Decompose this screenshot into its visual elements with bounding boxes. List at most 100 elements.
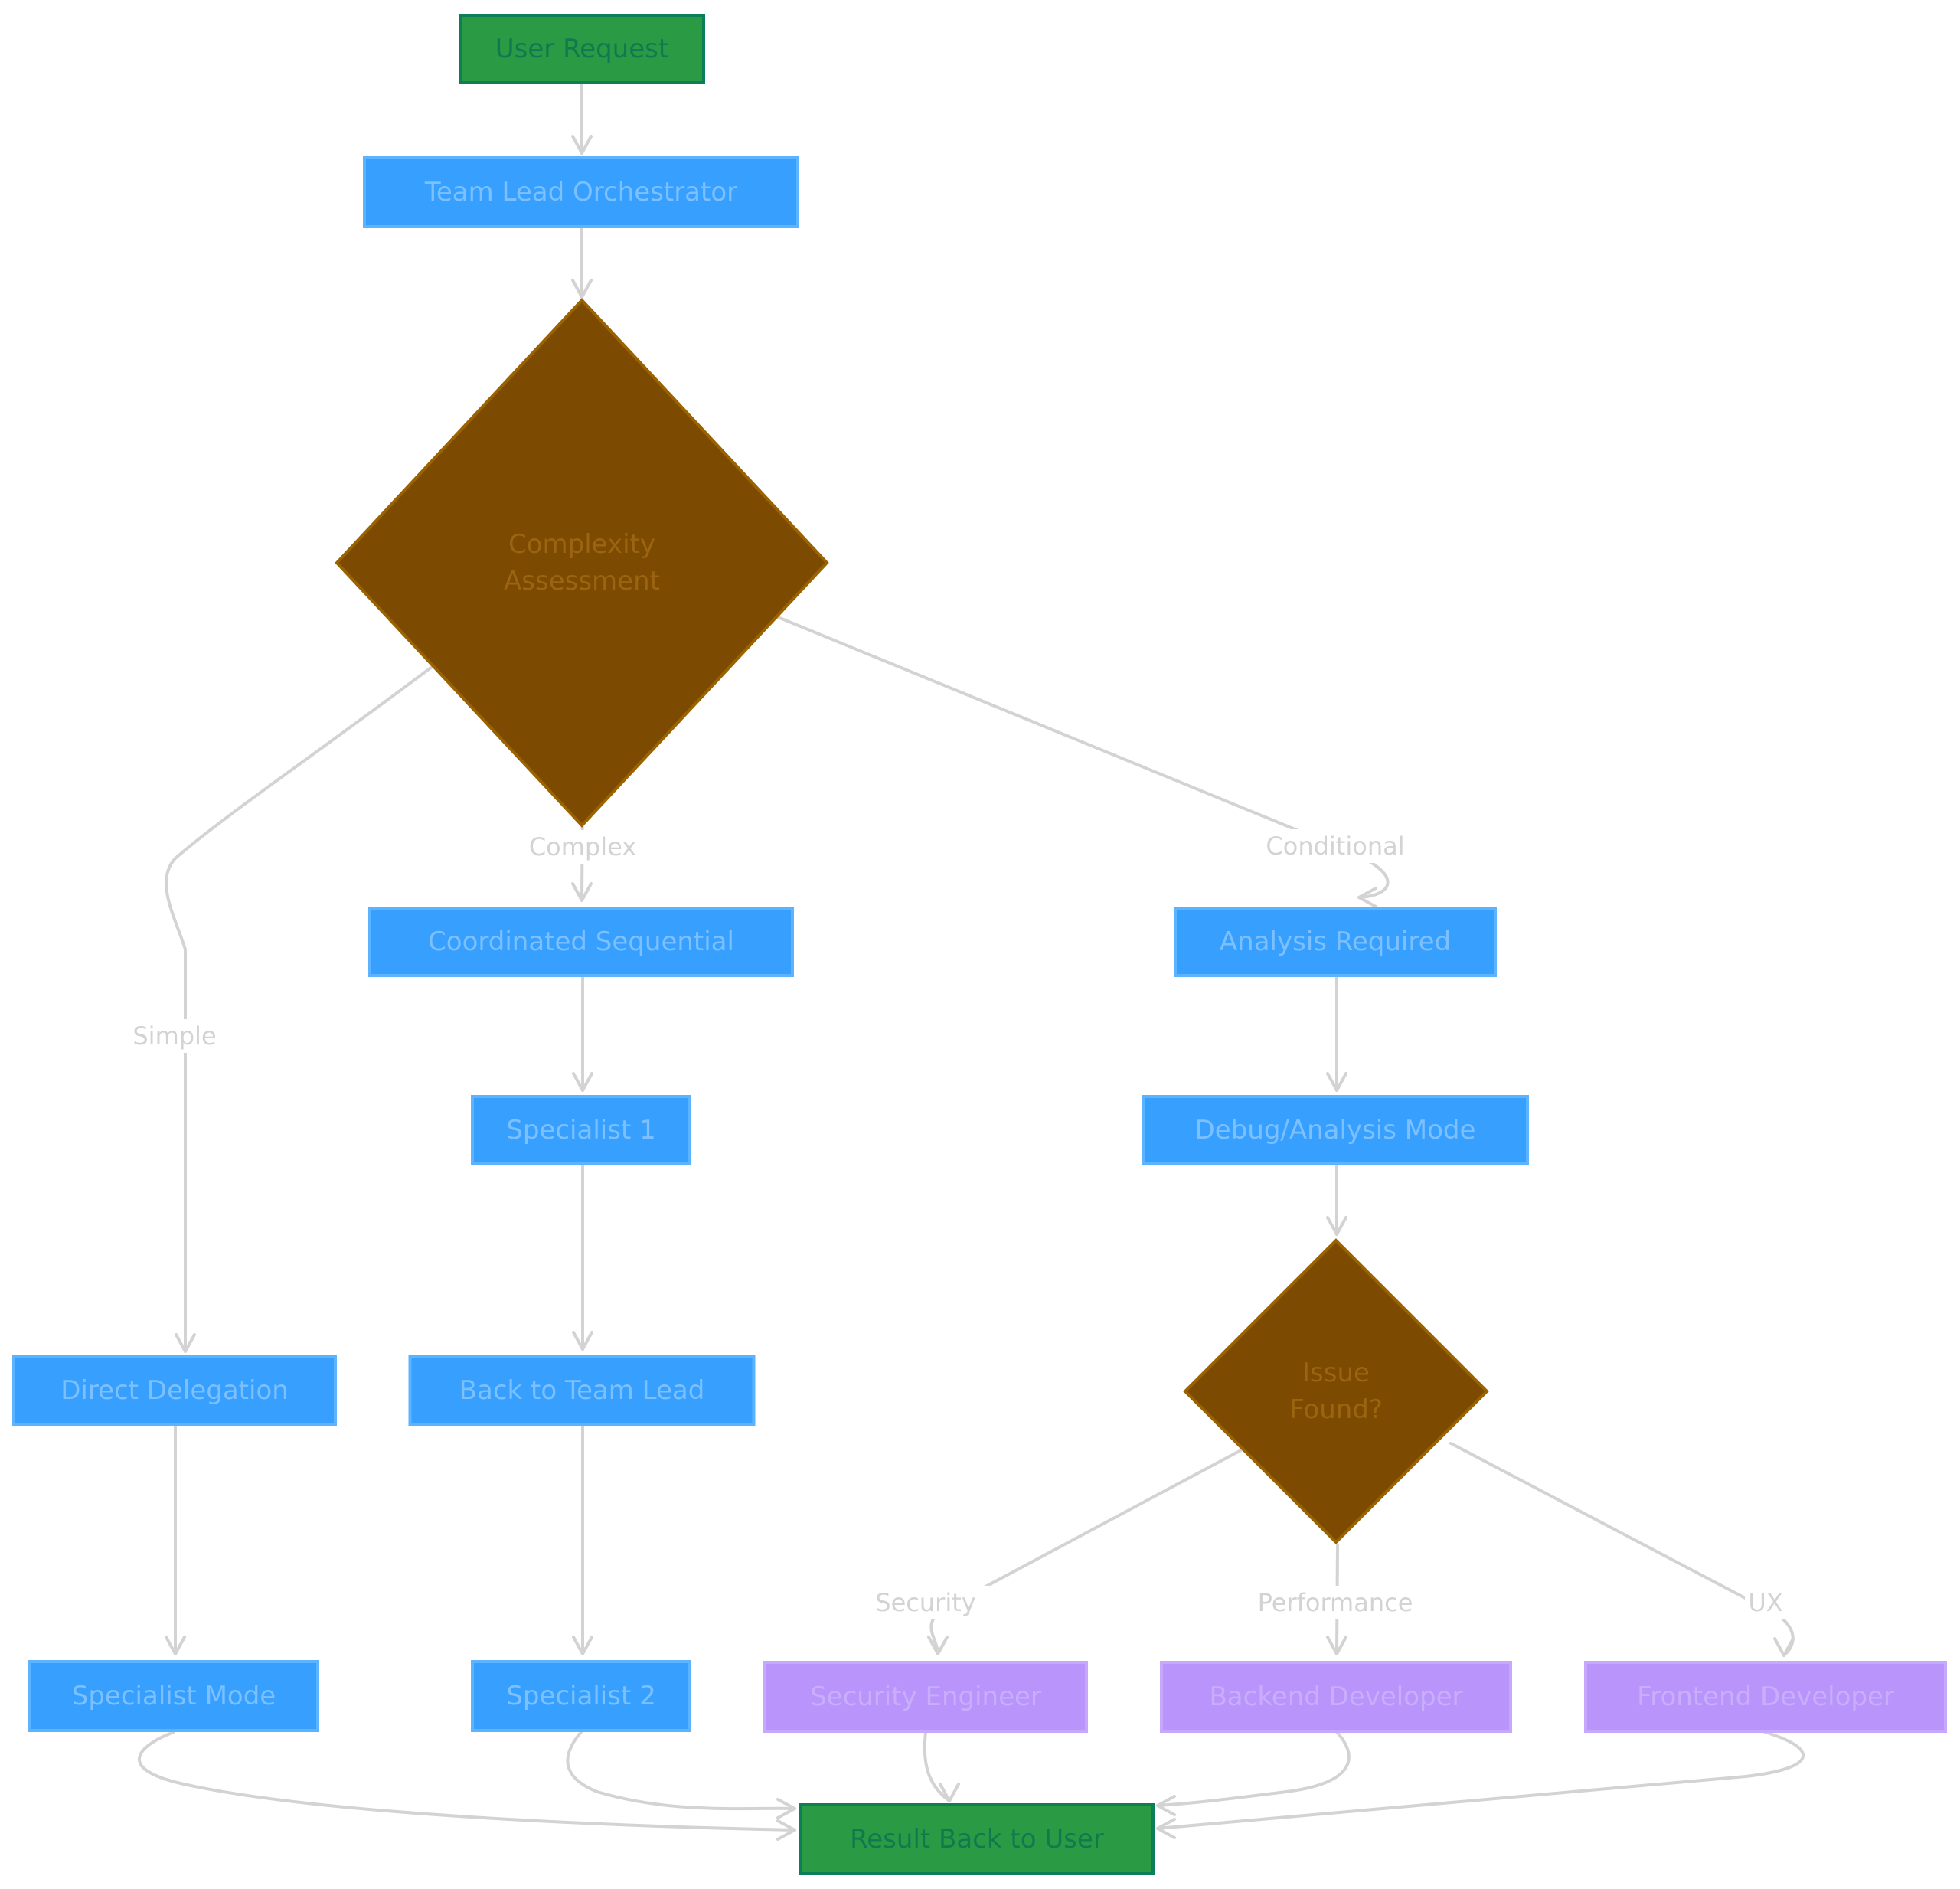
node-label: Result Back to User	[850, 1824, 1104, 1855]
node-result[interactable]: Result Back to User	[799, 1803, 1155, 1875]
process-box	[1142, 1095, 1529, 1165]
edge-label-background	[1745, 1586, 1786, 1619]
arrowhead-icon	[1326, 1216, 1348, 1236]
decision-diamond	[335, 298, 829, 828]
arrowhead-icon	[175, 1333, 196, 1353]
edge-label-security: Security	[861, 1586, 990, 1619]
edge-user-request-to-team-lead	[571, 81, 593, 155]
node-label: Analysis Required	[1220, 927, 1451, 957]
edge-label-ux: UX	[1745, 1586, 1786, 1619]
node-label-line: Found?	[1289, 1394, 1383, 1425]
edge-specialist1-to-back-to-lead	[572, 1162, 593, 1351]
process-box	[363, 156, 799, 228]
edge-complexity-to-direct-delegation	[165, 649, 455, 1353]
edge-issue-found-to-frontend-developer	[1449, 1442, 1795, 1657]
connector-line	[138, 1730, 796, 1832]
edge-security-engineer-to-result	[923, 1730, 960, 1802]
node-team-lead[interactable]: Team Lead Orchestrator	[363, 156, 799, 228]
edge-backend-developer-to-result	[1156, 1730, 1351, 1816]
node-specialist-mode[interactable]: Specialist Mode	[28, 1660, 319, 1732]
node-frontend-developer[interactable]: Frontend Developer	[1584, 1661, 1947, 1733]
connector-line	[566, 1730, 796, 1811]
connector-line	[1449, 1442, 1795, 1657]
edge-issue-found-to-security-engineer	[927, 1444, 1251, 1655]
node-label: Debug/Analysis Mode	[1195, 1115, 1476, 1145]
node-back-to-lead[interactable]: Back to Team Lead	[408, 1355, 756, 1426]
process-box	[1584, 1661, 1947, 1733]
node-label: Security Engineer	[810, 1681, 1041, 1712]
edge-label-performance: Performance	[1249, 1586, 1422, 1619]
edge-label-background	[525, 830, 640, 864]
process-box	[28, 1660, 319, 1732]
decision-diamond	[1183, 1238, 1489, 1544]
edge-label-background	[125, 1019, 224, 1053]
edge-label-conditional: Conditional	[1249, 829, 1422, 863]
node-backend-developer[interactable]: Backend Developer	[1160, 1661, 1512, 1733]
arrowhead-icon	[1156, 1818, 1176, 1839]
node-coordinated[interactable]: Coordinated Sequential	[368, 907, 794, 977]
arrowhead-icon	[571, 279, 593, 299]
edge-complexity-to-analysis-required	[776, 616, 1390, 908]
edge-label-simple: Simple	[125, 1019, 224, 1053]
node-direct-delegation[interactable]: Direct Delegation	[12, 1355, 337, 1426]
process-box	[763, 1661, 1088, 1733]
edge-debug-mode-to-issue-found	[1326, 1162, 1348, 1236]
arrowhead-icon	[1326, 1072, 1348, 1092]
edge-coordinated-to-specialist1	[572, 974, 593, 1092]
node-specialist1[interactable]: Specialist 1	[471, 1095, 691, 1165]
edge-team-lead-to-complexity	[571, 225, 593, 299]
edge-label-text: Performance	[1258, 1588, 1413, 1617]
node-label: User Request	[495, 34, 668, 64]
node-label: Direct Delegation	[60, 1375, 289, 1406]
edge-analysis-required-to-debug-mode	[1326, 974, 1348, 1092]
arrowhead-icon	[927, 1636, 949, 1655]
process-box	[471, 1095, 691, 1165]
edge-label-text: Complex	[529, 832, 636, 861]
edge-direct-delegation-to-specialist-mode	[165, 1423, 186, 1655]
terminal-box	[799, 1803, 1155, 1875]
edge-label-complex: Complex	[525, 830, 640, 864]
arrowhead-icon	[1156, 1795, 1176, 1816]
node-security-engineer[interactable]: Security Engineer	[763, 1661, 1088, 1733]
arrowhead-icon	[572, 1636, 593, 1655]
arrowhead-icon	[776, 1798, 796, 1819]
node-debug-mode[interactable]: Debug/Analysis Mode	[1142, 1095, 1529, 1165]
arrowhead-icon	[939, 1783, 960, 1802]
edge-frontend-developer-to-result	[1156, 1730, 1805, 1839]
arrowhead-icon	[571, 882, 593, 902]
node-analysis-required[interactable]: Analysis Required	[1174, 907, 1497, 977]
edge-label-text: Conditional	[1266, 832, 1404, 861]
node-label: Specialist 1	[506, 1115, 655, 1145]
node-label: Specialist 2	[506, 1681, 655, 1711]
process-box	[471, 1660, 691, 1732]
process-box	[12, 1355, 337, 1426]
node-user-request[interactable]: User Request	[459, 14, 705, 84]
edge-label-text: Security	[875, 1588, 975, 1617]
arrowhead-icon	[776, 1819, 796, 1841]
arrowhead-icon	[572, 1072, 593, 1092]
edge-specialist-mode-to-result	[138, 1730, 796, 1841]
node-label-line: Issue	[1302, 1358, 1370, 1388]
node-label: Specialist Mode	[72, 1681, 276, 1711]
node-label: Frontend Developer	[1637, 1681, 1894, 1712]
arrowhead-icon	[1773, 1637, 1795, 1657]
node-label: Backend Developer	[1209, 1681, 1462, 1712]
node-label: Team Lead Orchestrator	[424, 177, 737, 208]
node-specialist2[interactable]: Specialist 2	[471, 1660, 691, 1732]
edge-label-text: Simple	[132, 1021, 216, 1051]
arrowhead-icon	[572, 1331, 593, 1351]
connector-line	[923, 1730, 951, 1802]
edge-label-background	[1249, 1586, 1422, 1619]
edge-specialist2-to-result	[566, 1730, 796, 1819]
edge-label-background	[1249, 829, 1422, 863]
connector-line	[1156, 1730, 1805, 1830]
process-box	[408, 1355, 756, 1426]
connector-line	[1156, 1730, 1351, 1807]
process-box	[1174, 907, 1497, 977]
arrowhead-icon	[571, 135, 593, 155]
